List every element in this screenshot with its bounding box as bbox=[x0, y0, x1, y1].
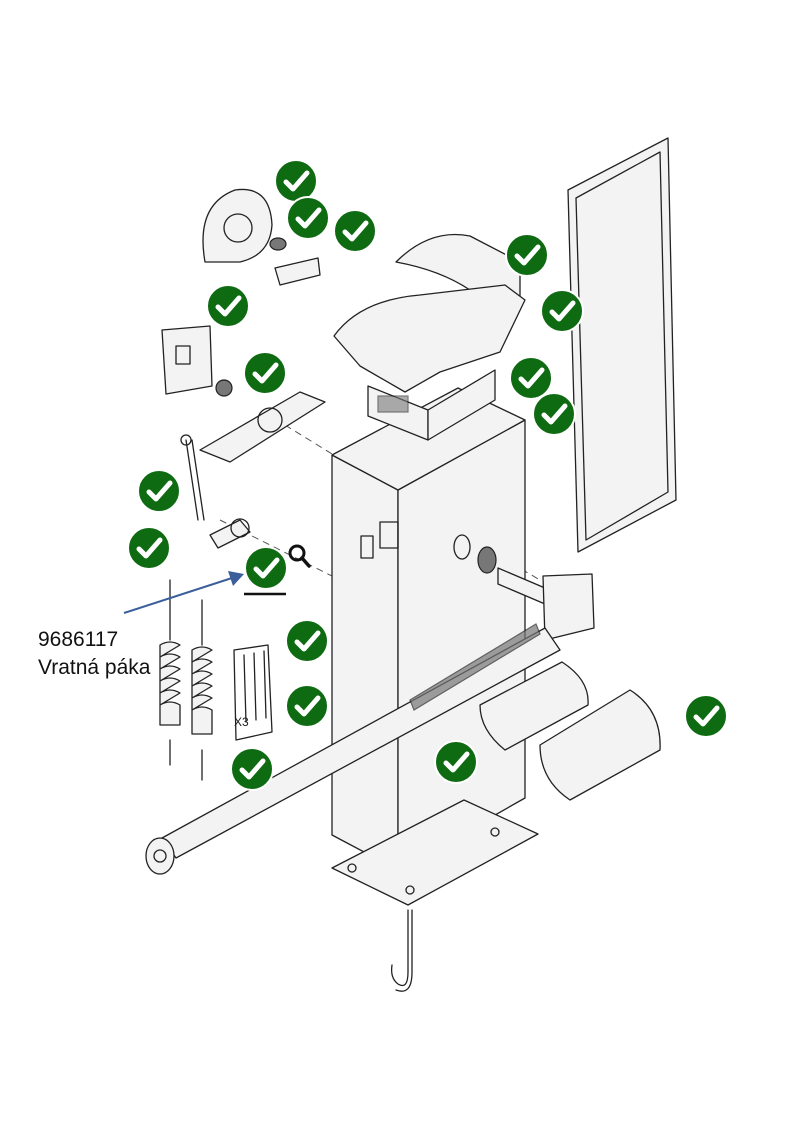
boom-arm bbox=[145, 623, 561, 875]
bolts-set bbox=[233, 644, 273, 741]
side-panel bbox=[567, 137, 677, 553]
limit-bracket bbox=[161, 325, 213, 395]
check-circle-icon[interactable] bbox=[509, 356, 553, 400]
magnifier-icon[interactable] bbox=[288, 544, 311, 568]
boom-covers bbox=[479, 661, 661, 801]
check-circle-icon[interactable] bbox=[532, 392, 576, 436]
part-name: Vratná páka bbox=[38, 656, 151, 679]
check-circle-icon[interactable] bbox=[243, 351, 287, 395]
check-circle-icon[interactable] bbox=[285, 619, 329, 663]
check-circle-icon[interactable] bbox=[684, 694, 728, 738]
base-plate bbox=[331, 799, 539, 906]
check-circle-icon[interactable] bbox=[127, 526, 171, 570]
check-circle-icon[interactable] bbox=[230, 747, 274, 791]
check-circle-icon[interactable] bbox=[244, 546, 288, 590]
bolts-quantity-label: X3 bbox=[234, 715, 249, 729]
check-circle-icon[interactable] bbox=[137, 469, 181, 513]
drive-shaft bbox=[453, 534, 595, 641]
cover-disc bbox=[202, 188, 321, 286]
part-number: 9686117 bbox=[38, 628, 119, 651]
check-circle-icon[interactable] bbox=[286, 196, 330, 240]
check-circle-icon[interactable] bbox=[505, 233, 549, 277]
check-circle-icon[interactable] bbox=[540, 289, 584, 333]
main-cabinet bbox=[331, 387, 526, 871]
check-circle-icon[interactable] bbox=[333, 209, 377, 253]
check-circle-icon[interactable] bbox=[206, 284, 250, 328]
motor-cover bbox=[333, 233, 526, 441]
lever-linkage bbox=[180, 379, 326, 549]
balance-springs bbox=[159, 579, 213, 781]
check-circle-icon[interactable] bbox=[285, 684, 329, 728]
check-circle-icon[interactable] bbox=[434, 740, 478, 784]
pointer-arrow bbox=[123, 571, 244, 614]
check-circle-icon[interactable] bbox=[274, 159, 318, 203]
anchor-bolt bbox=[390, 909, 413, 992]
